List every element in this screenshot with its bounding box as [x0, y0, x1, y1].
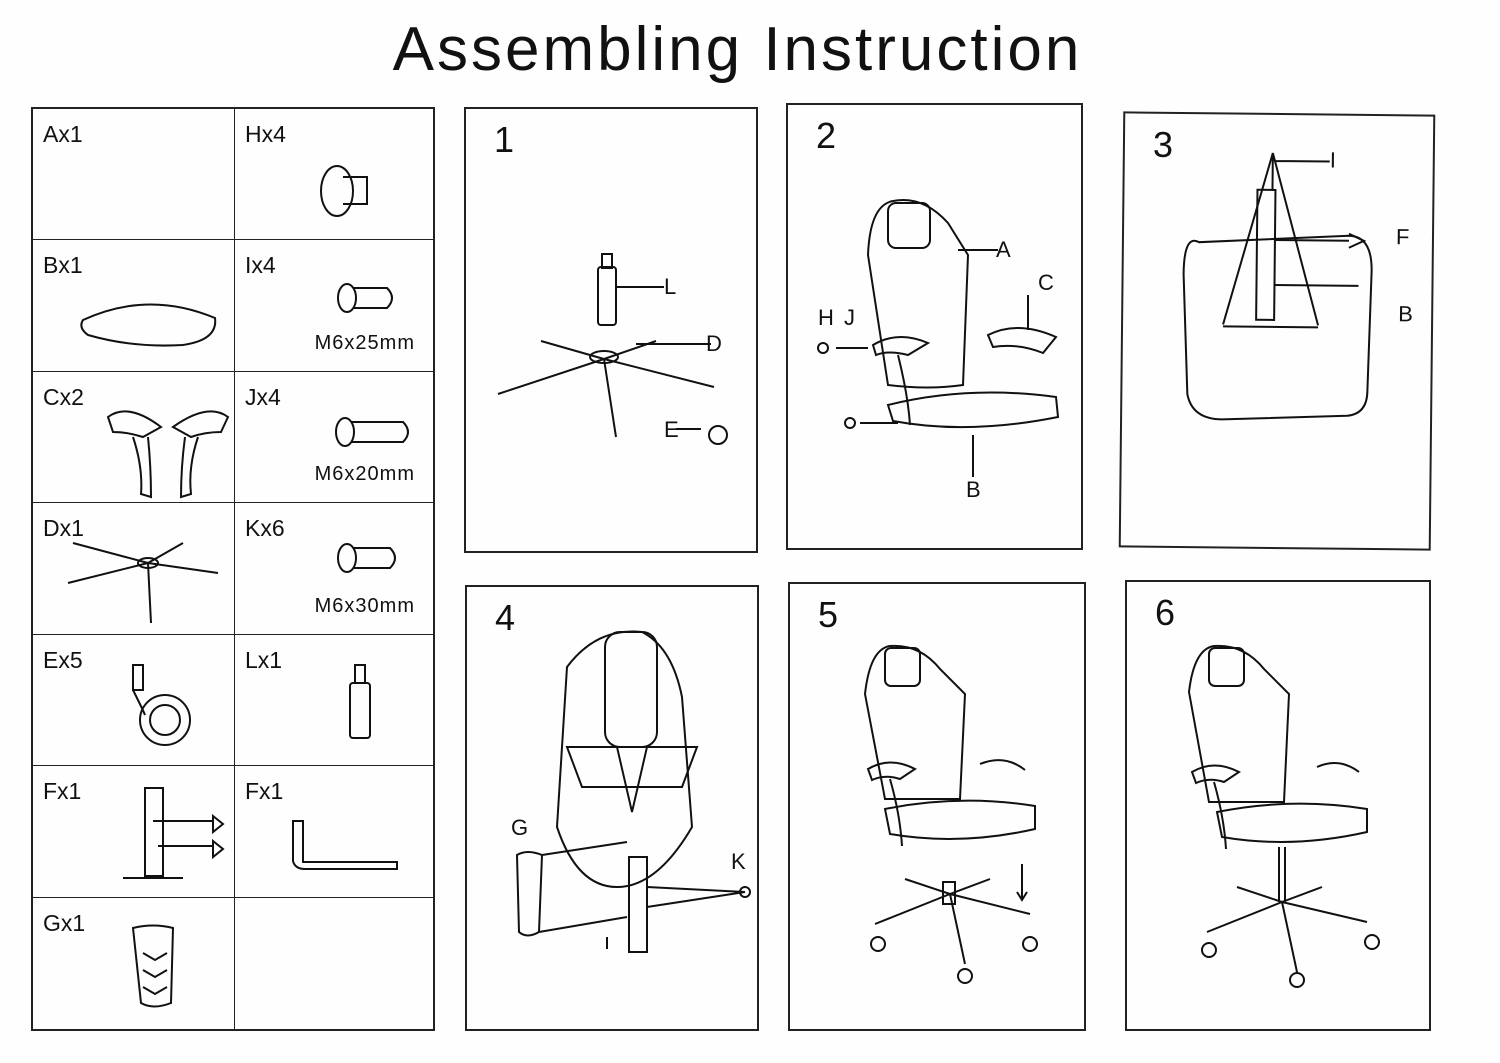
label-b: B — [966, 477, 981, 502]
label-j: J — [844, 305, 855, 330]
cap-icon — [320, 165, 368, 217]
gas-lift-icon — [349, 663, 371, 739]
label-h: H — [818, 305, 834, 330]
part-label: Ax1 — [43, 121, 83, 147]
part-label: Dx1 — [43, 515, 84, 542]
step-3-panel: 3 I F B — [1118, 111, 1436, 551]
label-a: A — [996, 237, 1011, 262]
part-d-base: Dx1 — [33, 503, 235, 635]
label-b: B — [1398, 301, 1414, 327]
step-number: 2 — [816, 115, 837, 156]
part-label: Cx2 — [43, 383, 84, 410]
part-label: Jx4 — [245, 383, 281, 410]
assembled-chair-drawing — [1187, 644, 1380, 988]
part-label: Fx1 — [245, 778, 284, 805]
bolt-icon — [337, 543, 396, 574]
chair-seat-armrest-drawing — [817, 199, 1060, 477]
part-label: Hx4 — [245, 121, 286, 147]
label-l: L — [664, 274, 677, 299]
label-d: D — [706, 331, 722, 356]
part-spec: M6x30mm — [314, 594, 415, 617]
part-c-armrests: Cx2 — [33, 371, 235, 504]
part-spec: M6x25mm — [314, 331, 415, 354]
label-c: C — [1038, 270, 1054, 295]
label-g: G — [511, 815, 529, 840]
step-number: 4 — [495, 597, 516, 638]
part-b-seat: Bx1 — [33, 240, 235, 372]
bolt-icon — [337, 283, 393, 314]
part-g-cover: Gx1 — [33, 897, 235, 1029]
part-f-wrench: Fx1 — [235, 766, 433, 898]
label-f: F — [1395, 224, 1410, 250]
base-gaslift-caster-drawing — [497, 253, 728, 445]
step-4-panel: 4 G K — [465, 585, 759, 1031]
seat-icon — [80, 303, 217, 347]
step-number: 1 — [494, 119, 515, 160]
part-label: Fx1 — [43, 778, 82, 805]
part-label: Bx1 — [43, 252, 83, 279]
part-a-backrest: Ax1 — [33, 109, 235, 241]
caster-icon — [132, 663, 191, 746]
step-number: 6 — [1155, 592, 1176, 633]
cover-icon — [131, 924, 175, 1008]
part-label: Gx1 — [43, 909, 86, 936]
part-label: Ix4 — [245, 252, 276, 279]
chair-and-base-drawing — [863, 644, 1038, 984]
part-label: Kx6 — [245, 515, 285, 542]
bolt-icon — [335, 416, 409, 447]
armrest-icon — [106, 410, 230, 499]
part-spec: M6x20mm — [314, 463, 415, 486]
part-h: Hx4 — [235, 109, 433, 241]
allen-wrench-icon — [292, 820, 398, 871]
mechanism-under-seat-drawing — [1182, 152, 1373, 421]
page-title: Assembling Instruction — [392, 15, 1083, 84]
back-cover-mechanism-drawing — [515, 630, 751, 953]
label-k: K — [731, 849, 746, 874]
step-5-panel: 5 — [788, 582, 1086, 1031]
mechanism-icon — [123, 787, 225, 880]
step-1-panel: 1 L D E — [464, 107, 758, 553]
step-2-panel: 2 A C H J B — [786, 103, 1083, 550]
empty-cell — [235, 898, 433, 1029]
label-e: E — [664, 417, 679, 442]
base-icon — [67, 542, 219, 624]
label-i: I — [1329, 147, 1337, 173]
part-l-gaslift: Lx1 — [235, 635, 433, 767]
part-label: Lx1 — [245, 646, 283, 673]
part-e-caster: Ex5 — [33, 634, 235, 767]
step-number: 5 — [818, 594, 839, 635]
step-6-panel: 6 — [1125, 580, 1431, 1031]
part-f-mechanism: Fx1 — [33, 766, 235, 898]
part-label: Ex5 — [43, 646, 83, 673]
backrest-icon — [33, 109, 234, 239]
